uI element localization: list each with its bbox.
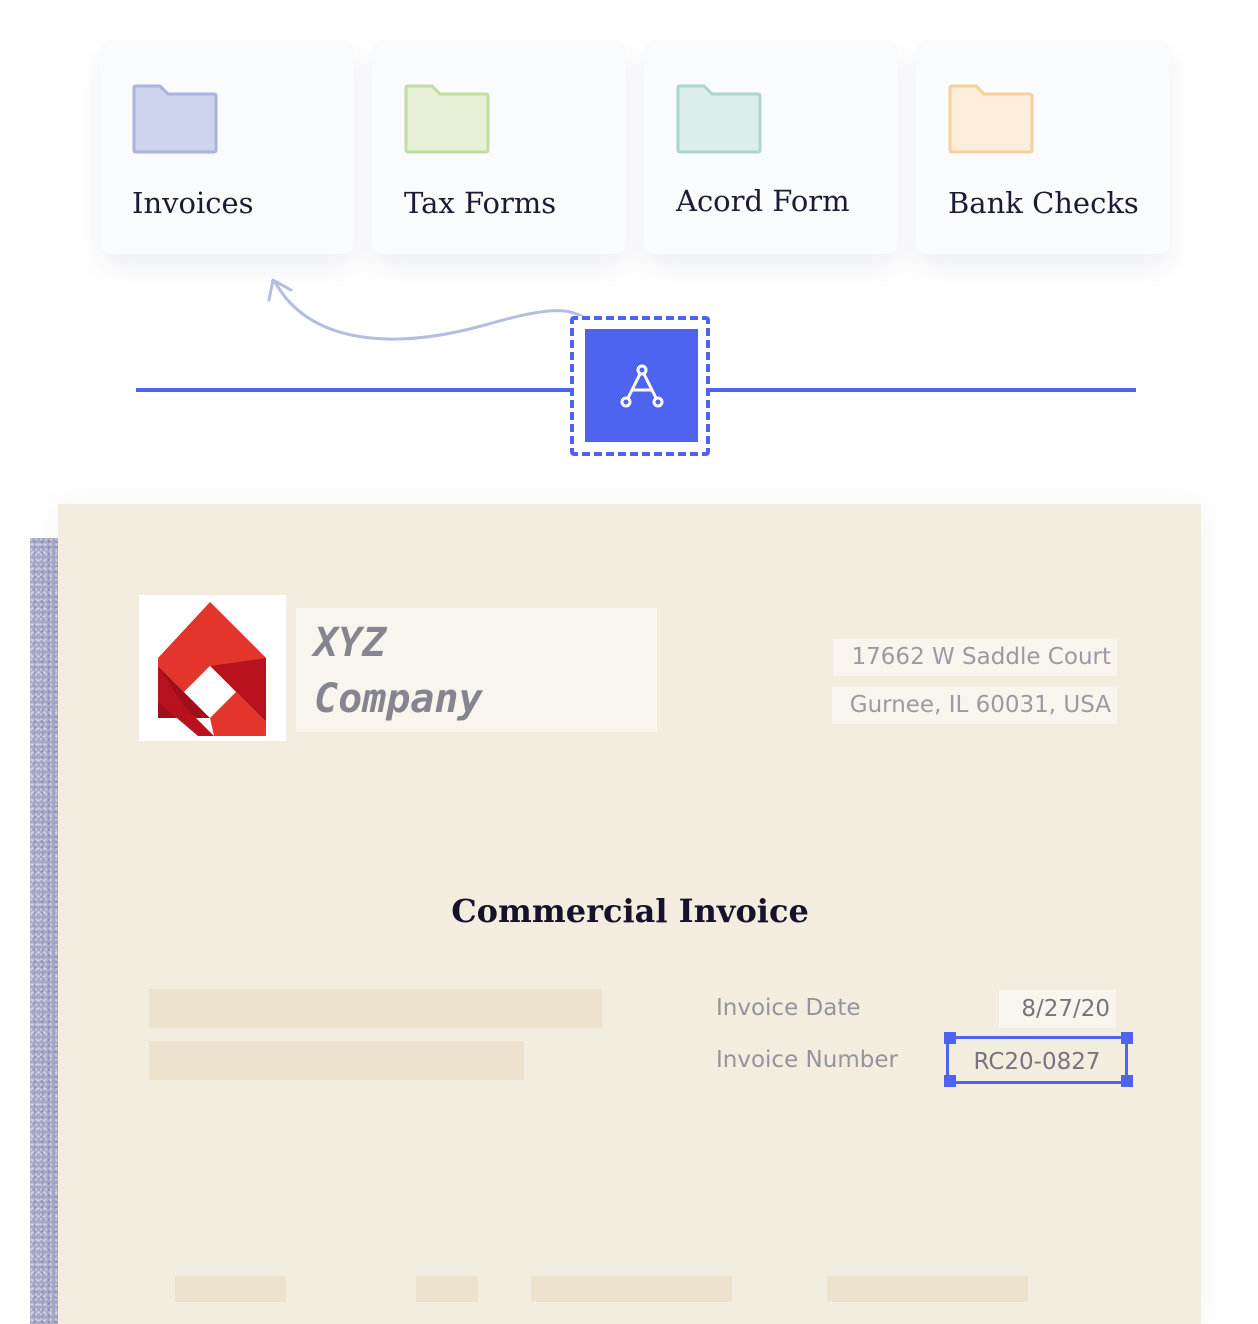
placeholder-bar xyxy=(531,1276,732,1302)
folder-card-tax-forms[interactable]: Tax Forms xyxy=(372,40,626,254)
address-line-1: 17662 W Saddle Court xyxy=(833,639,1117,676)
folder-label: Bank Checks xyxy=(948,186,1139,220)
folder-icon xyxy=(132,84,218,154)
placeholder-bar xyxy=(175,1276,286,1302)
folder-icon xyxy=(948,84,1034,154)
document-stack-edge xyxy=(30,538,58,1324)
address-line-2: Gurnee, IL 60031, USA xyxy=(832,687,1117,724)
company-name-field: XYZ Company xyxy=(296,608,657,732)
selection-handle-bottom-right[interactable] xyxy=(1121,1075,1133,1087)
folder-icon xyxy=(404,84,490,154)
placeholder-bar xyxy=(149,989,602,1028)
invoice-date-label: Invoice Date xyxy=(716,995,861,1021)
company-logo xyxy=(139,595,286,741)
company-name-line-1: XYZ xyxy=(314,620,387,666)
selection-handle-top-left[interactable] xyxy=(944,1032,956,1044)
folder-icon xyxy=(676,84,762,154)
invoice-number-label: Invoice Number xyxy=(716,1047,898,1073)
invoice-number-value[interactable]: RC20-0827 xyxy=(946,1036,1128,1084)
flow-arrow-icon xyxy=(267,278,591,341)
folder-label: Invoices xyxy=(132,186,254,220)
folder-label: Acord Form xyxy=(676,184,850,218)
placeholder-bar xyxy=(149,1041,524,1080)
folder-card-bank-checks[interactable]: Bank Checks xyxy=(916,40,1170,254)
selection-handle-top-right[interactable] xyxy=(1121,1032,1133,1044)
invoice-date-value: 8/27/20 xyxy=(999,990,1116,1028)
ai-chip-button[interactable] xyxy=(585,329,698,442)
ai-model-icon xyxy=(620,364,664,408)
document-title: Commercial Invoice xyxy=(451,892,809,930)
folder-label: Tax Forms xyxy=(404,186,557,220)
placeholder-bar xyxy=(827,1276,1028,1302)
company-name-line-2: Company xyxy=(314,676,483,722)
placeholder-bar xyxy=(416,1276,478,1302)
folder-card-acord-form[interactable]: Acord Form xyxy=(644,40,898,254)
folder-card-invoices[interactable]: Invoices xyxy=(100,40,354,254)
selection-handle-bottom-left[interactable] xyxy=(944,1075,956,1087)
